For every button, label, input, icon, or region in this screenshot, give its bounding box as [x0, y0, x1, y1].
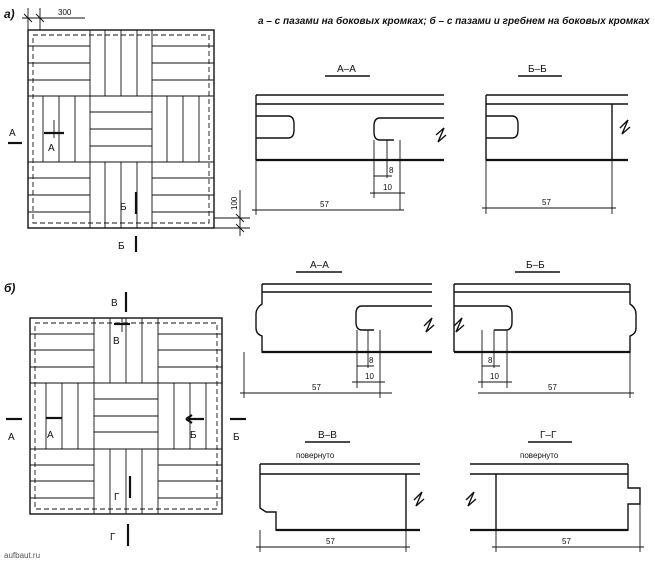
- panel-a-cut-a-inside: А: [48, 143, 55, 154]
- panel-b-aa-title: А–А: [310, 260, 329, 271]
- panel-b-gg-note: повернуто: [520, 451, 559, 460]
- panel-b-vv-note: повернуто: [296, 451, 335, 460]
- panel-b-aa-dim-57: 57: [312, 383, 321, 392]
- panel-b-bb-dim-8: 8: [488, 356, 493, 365]
- panel-a-cut-b-below: Б: [118, 241, 125, 252]
- panel-b-section-gg: Г–Г повернуто 57: [465, 430, 644, 552]
- panel-b-cut-a-inside: А: [47, 430, 54, 441]
- panel-a-aa-dim-57: 57: [320, 200, 329, 209]
- panel-a-aa-dim-8: 8: [389, 166, 394, 175]
- panel-b-aa-dim-10: 10: [365, 372, 374, 381]
- panel-a-bb-title: Б–Б: [528, 64, 547, 75]
- panel-a-plan: А А Б Б: [8, 29, 215, 252]
- panel-a-dim-side: 100: [214, 190, 250, 236]
- panel-b-vv-title: В–В: [318, 430, 337, 441]
- panel-a-cut-a-left: А: [9, 128, 16, 139]
- panel-b-cut-b-inside: Б: [190, 430, 197, 441]
- panel-b-section-vv: В–В повернуто 57: [256, 430, 425, 552]
- panel-b-bb-dim-10: 10: [490, 372, 499, 381]
- panel-a-dim-top: 300: [22, 8, 85, 30]
- panel-b-cut-v-top: В: [111, 298, 118, 309]
- panel-a-dim-side-text: 100: [230, 196, 239, 210]
- panel-b-gg-dim-57: 57: [562, 537, 571, 546]
- panel-b-cut-b-right: Б: [233, 432, 240, 443]
- panel-a-bb-dim-57: 57: [542, 198, 551, 207]
- watermark: aufbaut.ru: [4, 551, 40, 560]
- panel-b-aa-dim-8: 8: [369, 356, 374, 365]
- panel-b-plan: В В А А Б Б Г Г: [6, 292, 246, 546]
- panel-b-label: б): [4, 281, 15, 295]
- figure-caption: а – с пазами на боковых кромках; б – с п…: [258, 15, 650, 27]
- panel-b-cut-g-inside: Г: [114, 492, 120, 503]
- panel-b-section-bb: Б–Б 8 10 57: [453, 260, 637, 398]
- panel-a-cut-b-inside: Б: [120, 202, 127, 213]
- panel-b-vv-dim-57: 57: [326, 537, 335, 546]
- panel-b-cut-a-left: А: [8, 432, 15, 443]
- panel-b-gg-title: Г–Г: [540, 430, 557, 441]
- panel-a-label: а): [4, 7, 15, 21]
- panel-a-section-aa: А–А 8 10 57: [252, 64, 447, 215]
- panel-b-bb-title: Б–Б: [526, 260, 545, 271]
- panel-a-dim-top-text: 300: [58, 8, 72, 17]
- panel-b-cut-g-below: Г: [110, 532, 116, 543]
- panel-b-section-aa: А–А 8 10 57: [240, 260, 435, 398]
- panel-a-aa-title: А–А: [337, 64, 356, 75]
- panel-b-bb-dim-57: 57: [548, 383, 557, 392]
- panel-a-aa-dim-10: 10: [383, 183, 392, 192]
- panel-b-cut-v-inside: В: [113, 336, 120, 347]
- panel-a-section-bb: Б–Б 57: [482, 64, 631, 214]
